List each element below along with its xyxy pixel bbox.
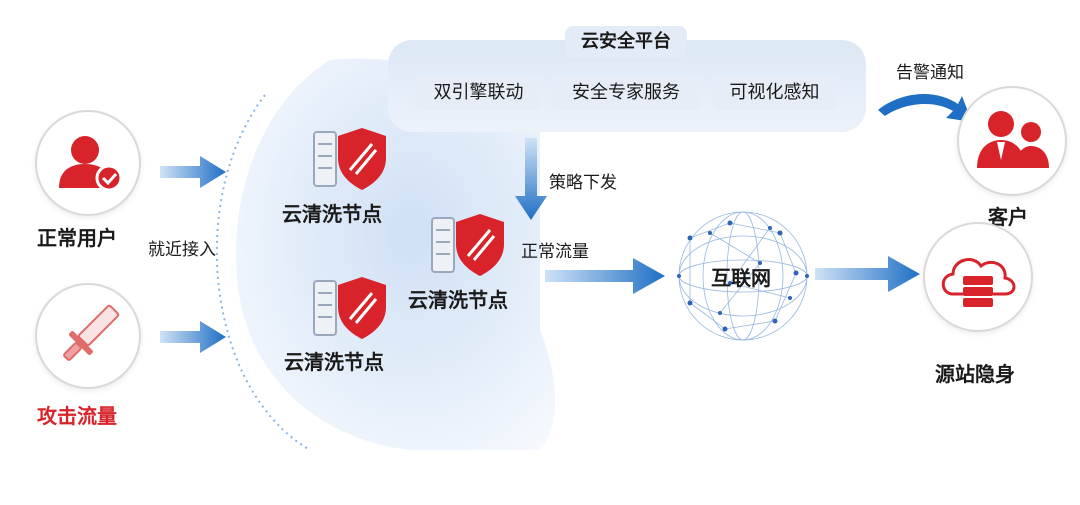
internet-label: 互联网 [711,266,771,290]
user-check-icon [59,136,123,192]
customer-circle [957,86,1067,196]
internet-globe-icon [677,210,809,342]
normal-user-label: 正常用户 [37,226,117,250]
node2-label: 云清洗节点 [408,288,508,312]
policy-label: 策略下发 [549,173,617,193]
origin-arrow [815,256,920,292]
node3-label: 云清洗节点 [284,350,384,374]
node2-icon [431,214,504,276]
attack-traffic-circle [35,283,141,389]
node3-icon [313,277,386,339]
normal-traffic-label: 正常流量 [521,242,589,262]
policy-arrow [515,138,547,220]
node1-icon [313,128,386,190]
origin-label: 源站隐身 [935,362,1015,386]
customer-group-icon [977,111,1049,168]
origin-circle [923,222,1033,332]
alert-arrow [878,93,972,122]
service-dual-engine: 双引擎联动 [415,76,542,110]
attack-traffic-label: 攻击流量 [37,404,117,428]
attack-arrow [160,321,226,353]
cloud-server-icon [941,258,1016,307]
nearby-access-label: 就近接入 [148,240,216,260]
normal-user-circle [35,110,141,216]
user-arrow [160,156,226,188]
normal-traffic-arrow [545,258,665,294]
platform-title: 云安全平台 [565,26,687,58]
service-visualization: 可视化感知 [712,76,837,110]
service-expert: 安全专家服务 [551,76,701,110]
node1-label: 云清洗节点 [282,202,382,226]
alert-label: 告警通知 [896,63,964,83]
sword-icon [63,304,120,361]
